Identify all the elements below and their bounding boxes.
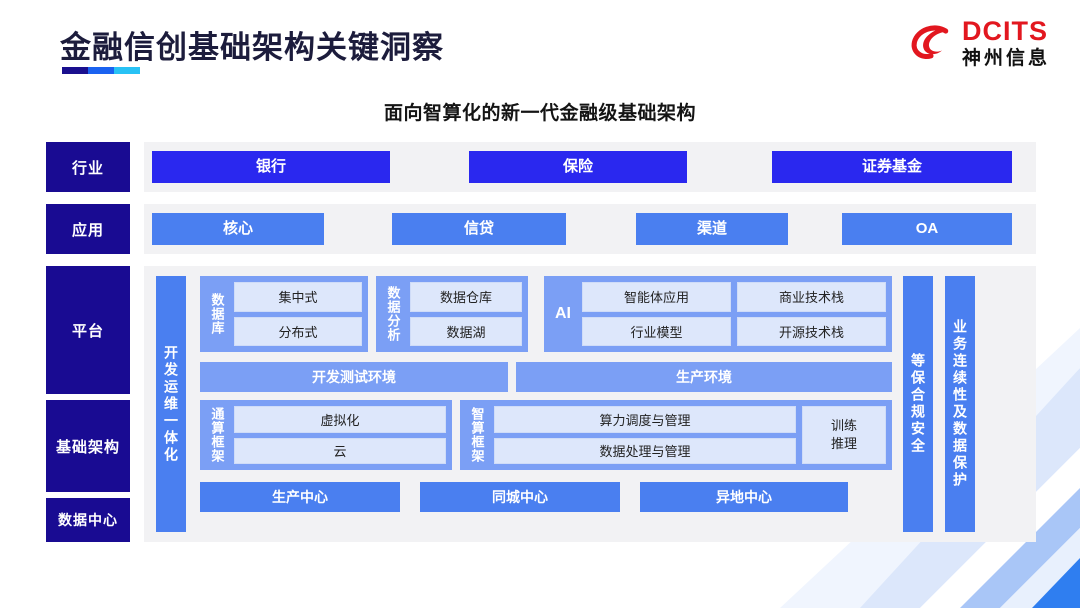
cell-distributed[interactable]: 分布式 <box>234 316 362 346</box>
env-bar-dev-test[interactable]: 开发测试环境 <box>200 362 508 392</box>
application-chip-core[interactable]: 核心 <box>152 213 324 245</box>
logo-text-en: DCITS <box>961 16 1048 46</box>
vertical-bar-security-compliance[interactable]: 等保合规安全 <box>903 276 933 532</box>
sidebar-item-application[interactable]: 应用 <box>46 204 130 254</box>
group-label-ai: AI <box>555 305 571 322</box>
group-label-smart-framework: 智算框架 <box>469 407 485 463</box>
accent-segment-blue <box>88 67 114 74</box>
group-ai: AI 智能体应用 行业模型 商业技术栈 开源技术栈 <box>544 276 892 352</box>
industry-chip-bank[interactable]: 银行 <box>152 151 390 183</box>
train-label: 训练 <box>830 418 857 434</box>
group-smart-compute-framework: 智算框架 算力调度与管理 数据处理与管理 训练 推理 <box>460 400 892 470</box>
cell-data-lake[interactable]: 数据湖 <box>410 316 522 346</box>
brand-logo: DCITS 神州信息 <box>908 18 1050 68</box>
cell-data-processing[interactable]: 数据处理与管理 <box>494 437 796 464</box>
group-data-analytics: 数据分析 数据仓库 数据湖 <box>376 276 528 352</box>
logo-text-cn: 神州信息 <box>961 48 1050 69</box>
sidebar-item-infrastructure[interactable]: 基础架构 <box>46 400 130 492</box>
dcits-swirl-icon <box>911 25 949 60</box>
accent-segment-cyan <box>114 67 140 74</box>
datacenter-chip-remote[interactable]: 异地中心 <box>640 482 848 512</box>
group-label-database: 数据库 <box>209 293 225 335</box>
cell-agent-application[interactable]: 智能体应用 <box>582 282 731 312</box>
application-chip-channel[interactable]: 渠道 <box>636 213 788 245</box>
group-label-general-framework: 通算框架 <box>209 407 225 463</box>
application-chip-credit[interactable]: 信贷 <box>392 213 566 245</box>
env-bar-production[interactable]: 生产环境 <box>516 362 892 392</box>
title-accent-rule <box>62 67 140 74</box>
vertical-bar-devops[interactable]: 开发运维一体化 <box>156 276 186 532</box>
inference-label: 推理 <box>830 436 857 451</box>
architecture-diagram: 行业 应用 平台 基础架构 数据中心 银行 保险 证券基金 核心 信贷 渠道 O… <box>46 142 1036 567</box>
sidebar-item-datacenter[interactable]: 数据中心 <box>46 498 130 542</box>
industry-chip-insurance[interactable]: 保险 <box>469 151 687 183</box>
sidebar-item-industry[interactable]: 行业 <box>46 142 130 192</box>
group-database: 数据库 集中式 分布式 <box>200 276 368 352</box>
cell-commercial-tech-stack[interactable]: 商业技术栈 <box>737 282 886 312</box>
slide-subtitle: 面向智算化的新一代金融级基础架构 <box>383 103 696 124</box>
cell-virtualization[interactable]: 虚拟化 <box>234 406 446 433</box>
group-general-compute-framework: 通算框架 虚拟化 云 <box>200 400 452 470</box>
industry-chip-securities-fund[interactable]: 证券基金 <box>772 151 1012 183</box>
group-label-data-analytics: 数据分析 <box>385 286 401 342</box>
page-title: 金融信创基础架构关键洞察 <box>60 30 444 65</box>
vertical-bar-business-continuity[interactable]: 业务连续性及数据保护 <box>945 276 975 532</box>
sidebar-item-platform[interactable]: 平台 <box>46 266 130 394</box>
datacenter-chip-same-city[interactable]: 同城中心 <box>420 482 620 512</box>
accent-segment-navy <box>62 67 88 74</box>
cell-centralized[interactable]: 集中式 <box>234 282 362 312</box>
cell-train-inference[interactable]: 训练 推理 <box>802 406 886 464</box>
cell-data-warehouse[interactable]: 数据仓库 <box>410 282 522 312</box>
cell-compute-scheduling[interactable]: 算力调度与管理 <box>494 406 796 433</box>
industry-row: 银行 保险 证券基金 <box>144 142 1036 192</box>
cell-cloud[interactable]: 云 <box>234 437 446 464</box>
platform-infrastructure-area: 开发运维一体化 等保合规安全 业务连续性及数据保护 数据库 集中式 分布式 数据… <box>144 266 1036 542</box>
cell-industry-model[interactable]: 行业模型 <box>582 316 731 346</box>
application-row: 核心 信贷 渠道 OA <box>144 204 1036 254</box>
datacenter-chip-production[interactable]: 生产中心 <box>200 482 400 512</box>
application-chip-oa[interactable]: OA <box>842 213 1012 245</box>
cell-opensource-tech-stack[interactable]: 开源技术栈 <box>737 316 886 346</box>
